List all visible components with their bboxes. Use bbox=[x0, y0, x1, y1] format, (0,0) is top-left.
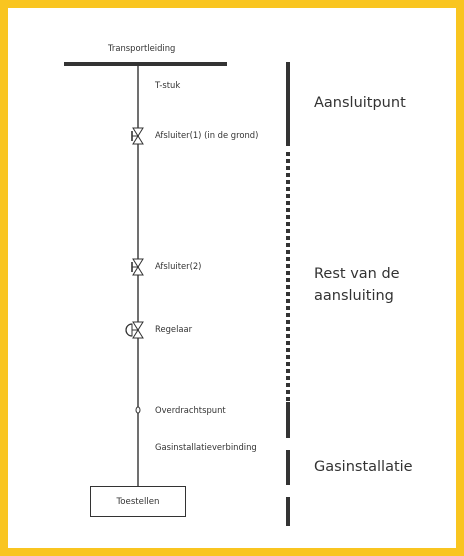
valve-2-label: Afsluiter(2) bbox=[155, 261, 202, 271]
gas-connection-label: Gasinstallatieverbinding bbox=[155, 442, 257, 452]
regulator-symbol bbox=[125, 321, 144, 339]
zone-label-gasinstallatie: Gasinstallatie bbox=[314, 459, 413, 475]
zone-label-rest-line1: Rest van de bbox=[314, 266, 400, 282]
zone-label-aansluitpunt: Aansluitpunt bbox=[314, 95, 406, 111]
device-box-label: Toestellen bbox=[116, 496, 160, 507]
device-box: Toestellen bbox=[90, 486, 186, 517]
transfer-point-label: Overdrachtspunt bbox=[155, 405, 226, 415]
transport-pipe-label: Transportleiding bbox=[108, 43, 176, 53]
regulator-label: Regelaar bbox=[155, 324, 193, 334]
transfer-point-symbol bbox=[135, 406, 141, 414]
tee-label: T-stuk bbox=[155, 80, 181, 90]
valve-1-label: Afsluiter(1) (in de grond) bbox=[155, 130, 259, 140]
valve-2-symbol bbox=[131, 258, 144, 276]
valve-1-symbol bbox=[131, 127, 144, 145]
zone-label-rest-line2: aansluiting bbox=[314, 288, 394, 304]
